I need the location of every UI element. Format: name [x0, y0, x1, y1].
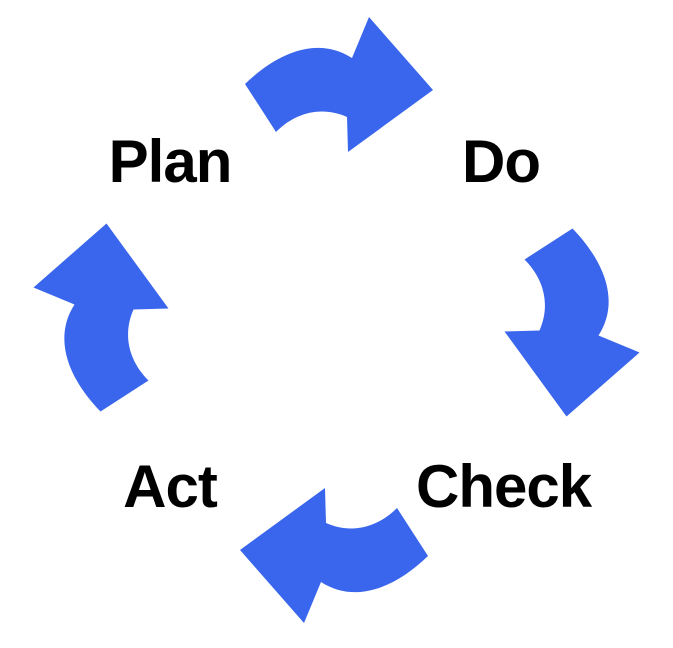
cycle-arrows: [33, 17, 640, 623]
step-label-plan: Plan: [108, 128, 233, 195]
arrow-act-to-plan-icon: [33, 223, 169, 412]
step-label-check: Check: [416, 453, 592, 520]
step-label-do: Do: [462, 128, 541, 195]
arrow-do-to-check-icon: [504, 228, 640, 417]
arrow-check-to-act-icon: [240, 488, 428, 623]
step-label-act: Act: [123, 453, 218, 520]
arrow-plan-to-do-icon: [245, 17, 433, 152]
